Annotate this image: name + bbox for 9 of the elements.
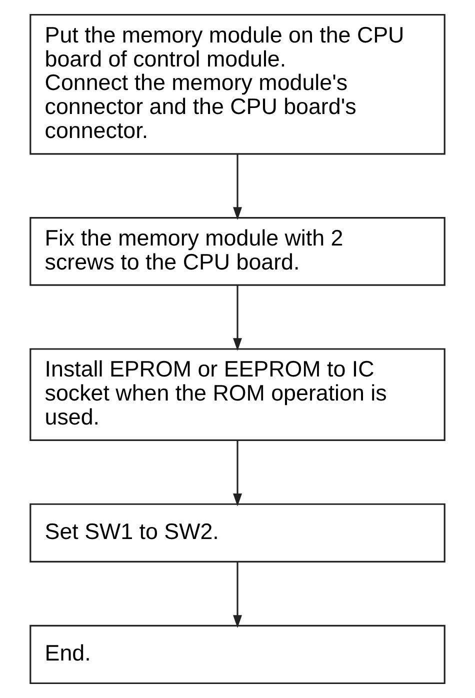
node-box: Fix the memory module with 2 screws to the CPU board. xyxy=(30,217,446,286)
arrow xyxy=(233,562,242,628)
node-box: Install EPROM or EEPROM to IC socket when the ROM operation is used. xyxy=(30,348,446,441)
arrow xyxy=(233,154,242,220)
node-box: Set SW1 to SW2. xyxy=(30,503,446,562)
arrow xyxy=(233,286,242,351)
node-box: Put the memory module on the CPU board of control module. Connect the memory module's connector and the CPU board's connector. xyxy=(30,14,446,155)
node-box: End. xyxy=(30,624,446,684)
arrow xyxy=(233,440,242,506)
